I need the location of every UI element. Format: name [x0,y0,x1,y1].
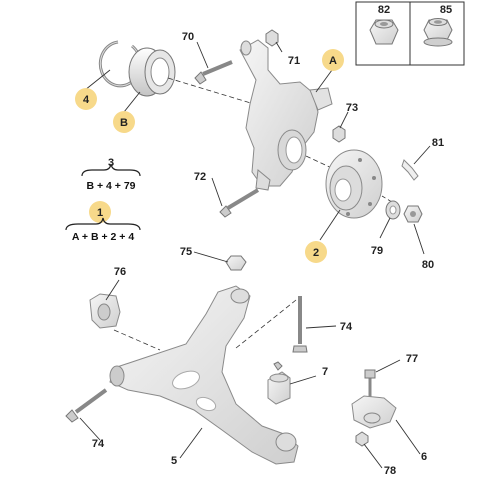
bushing-7-part [267,361,291,405]
label-73: 73 [346,102,358,114]
bolt-70-part [194,60,233,85]
label-6: 6 [421,451,427,463]
alignment-line [167,77,255,105]
label-B: B [120,117,128,129]
leader-lines [79,41,431,469]
label-75: 75 [180,246,192,258]
bolt-78-part [355,431,369,447]
formula-1-text: A + B + 2 + 4 [72,231,135,243]
bushing-76-part [89,293,121,329]
label-A: A [329,55,337,67]
label-70: 70 [182,31,194,43]
bolt-74-diagonal-part [65,388,108,423]
callout-A-circle [322,49,344,71]
wheel-bearing-part [128,47,176,97]
lower-control-arm-part [109,285,299,465]
fastener-inset-box [355,1,465,66]
label-71: 71 [288,55,300,67]
flange-nut-85-part [423,18,453,47]
label-81: 81 [432,137,444,149]
wheel-hub-part [325,149,393,219]
label-82: 82 [378,4,390,16]
label-72: 72 [194,171,206,183]
formula-3-text: B + 4 + 79 [86,180,135,192]
nut-73-part [332,125,346,143]
callout-B-circle [113,111,135,133]
label-2: 2 [313,247,319,259]
label-74-left: 74 [92,438,105,450]
washer-79-part [385,200,401,220]
label-77: 77 [406,353,418,365]
label-5: 5 [171,455,177,467]
label-76: 76 [114,266,126,278]
label-78: 78 [384,465,396,477]
steering-knuckle-part [239,39,333,191]
ball-joint-6-part [351,369,397,429]
callout-1-circle [89,201,111,223]
alignment-line [113,329,161,351]
nut-71-part [265,29,279,47]
label-85: 85 [440,4,452,16]
callout-circles [75,49,344,263]
label-1: 1 [97,207,103,219]
label-7: 7 [322,366,328,378]
alignment-line [235,299,297,349]
bolt-72-part [219,188,260,218]
formula-1-group [65,217,141,231]
castle-nut-80-part [403,205,423,223]
callout-2-circle [305,241,327,263]
label-3: 3 [108,157,114,169]
nut-75-part [225,255,247,271]
label-74-right: 74 [340,321,353,333]
label-80: 80 [422,259,434,271]
hex-nut-82-part [369,19,399,45]
bolt-74-vertical-part [292,296,308,353]
cotter-pin-81-part [401,159,419,181]
formula-3-group [81,163,141,177]
label-4: 4 [83,94,90,106]
callout-4-circle [75,88,97,110]
label-79: 79 [371,245,383,257]
